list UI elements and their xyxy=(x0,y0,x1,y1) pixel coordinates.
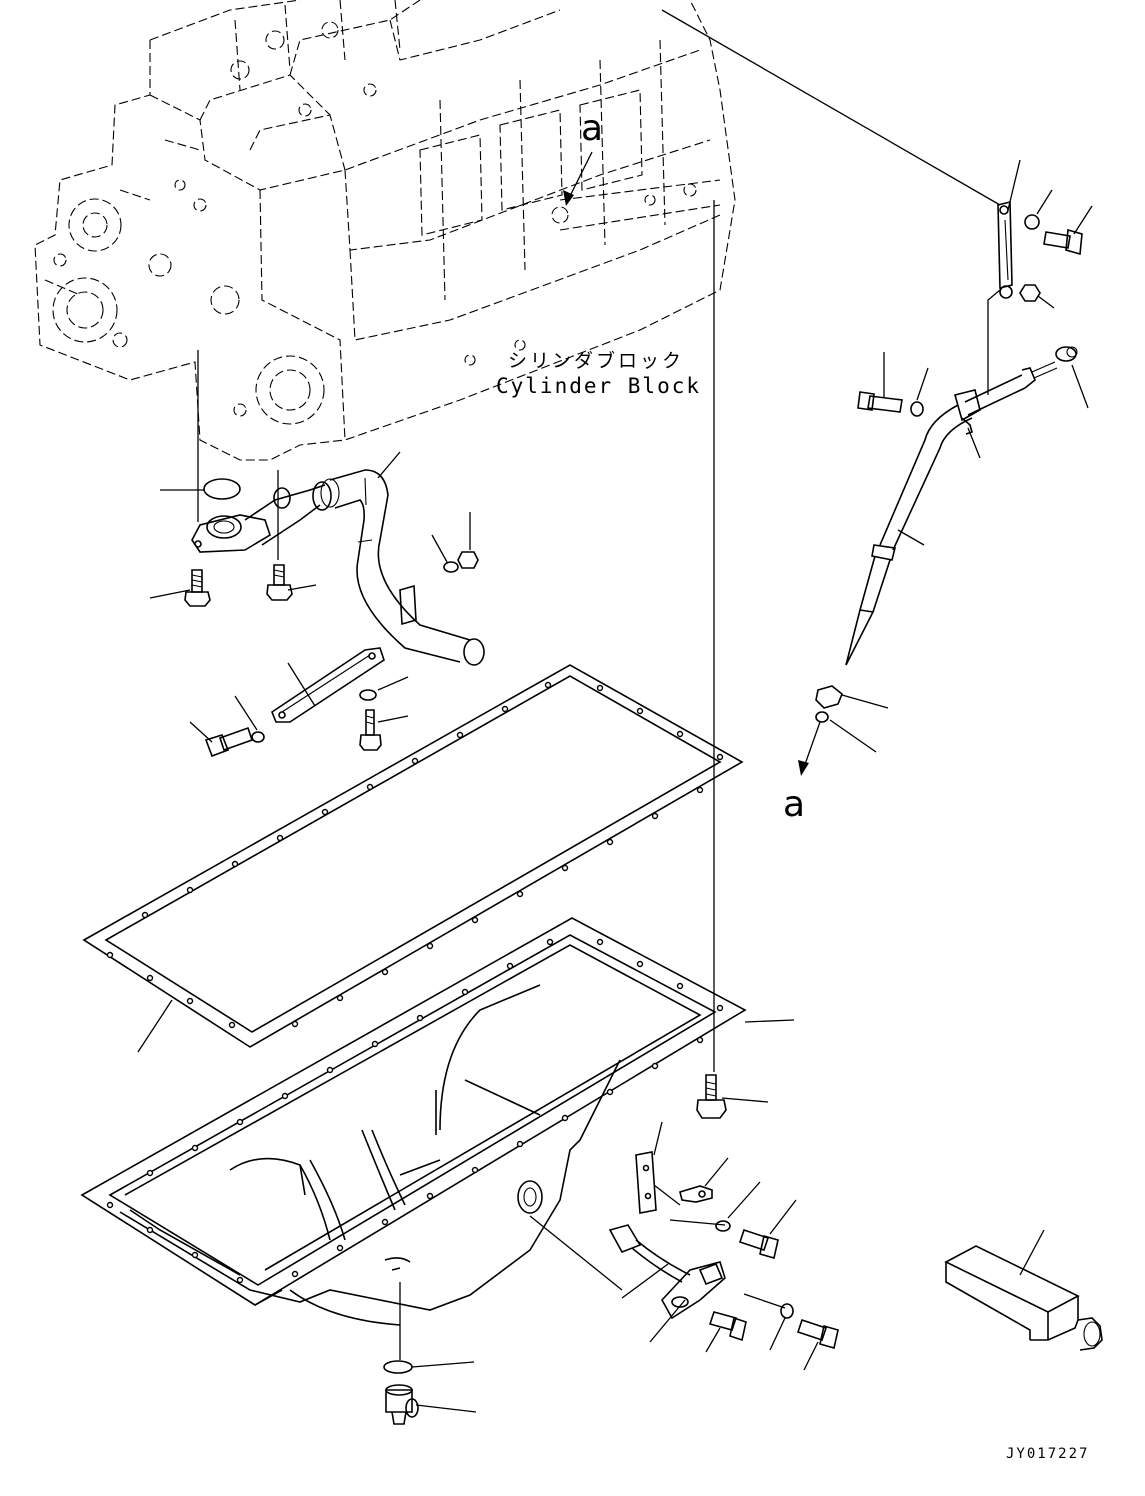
dipstick-clamp xyxy=(997,200,1013,299)
center-lines xyxy=(197,9,1001,1360)
clamp-washer xyxy=(1024,214,1040,230)
flange-bolt-right xyxy=(266,564,293,601)
drain-plug-seal xyxy=(383,1360,413,1374)
socket-tool xyxy=(944,1245,1103,1351)
oil-level-sensor xyxy=(608,1224,726,1320)
tube-nut-washer xyxy=(815,711,829,723)
tube-nut xyxy=(815,685,843,709)
o-ring xyxy=(203,478,241,500)
dipstick-handle xyxy=(1021,346,1078,389)
ref-arrow-top xyxy=(563,151,593,206)
clamp-bolt xyxy=(1043,228,1083,256)
drain-plug xyxy=(385,1384,419,1425)
bracket-washer xyxy=(359,689,377,701)
pan-mounting-bolt xyxy=(696,1074,727,1119)
sensor-flange-bolt xyxy=(708,1311,747,1342)
sensor-bracket xyxy=(635,1151,657,1214)
sensor-bolt xyxy=(738,1228,779,1260)
callout-leaders xyxy=(137,159,1093,1413)
extra-washer xyxy=(780,1303,794,1319)
wire-clip xyxy=(679,1185,713,1203)
block-label-en: Cylinder Block xyxy=(496,374,702,398)
dipstick-tube xyxy=(845,374,1026,666)
sensor-washer xyxy=(715,1220,731,1232)
ref-mark-bottom: a xyxy=(783,784,806,825)
extra-bolt xyxy=(796,1318,839,1350)
nut xyxy=(457,551,479,569)
drawing-code: JY017227 xyxy=(1006,1446,1090,1462)
pipe-support-bracket xyxy=(271,647,385,723)
tube-washer xyxy=(910,401,924,417)
block-label-jp: シリンダブロック xyxy=(508,350,685,372)
suction-pipe xyxy=(191,469,485,666)
ref-arrow-bottom xyxy=(798,721,821,776)
clamp-nut xyxy=(1019,284,1041,302)
flange-bolt-left xyxy=(184,569,211,607)
oil-pan xyxy=(80,917,747,1326)
cylinder-block xyxy=(34,0,736,461)
washer xyxy=(443,561,459,573)
bracket-stud xyxy=(359,709,382,751)
ref-mark-top: a xyxy=(581,108,604,149)
bracket-bolt xyxy=(204,726,265,758)
oil-pan-gasket xyxy=(82,664,744,1048)
tube-bolt xyxy=(857,391,903,413)
